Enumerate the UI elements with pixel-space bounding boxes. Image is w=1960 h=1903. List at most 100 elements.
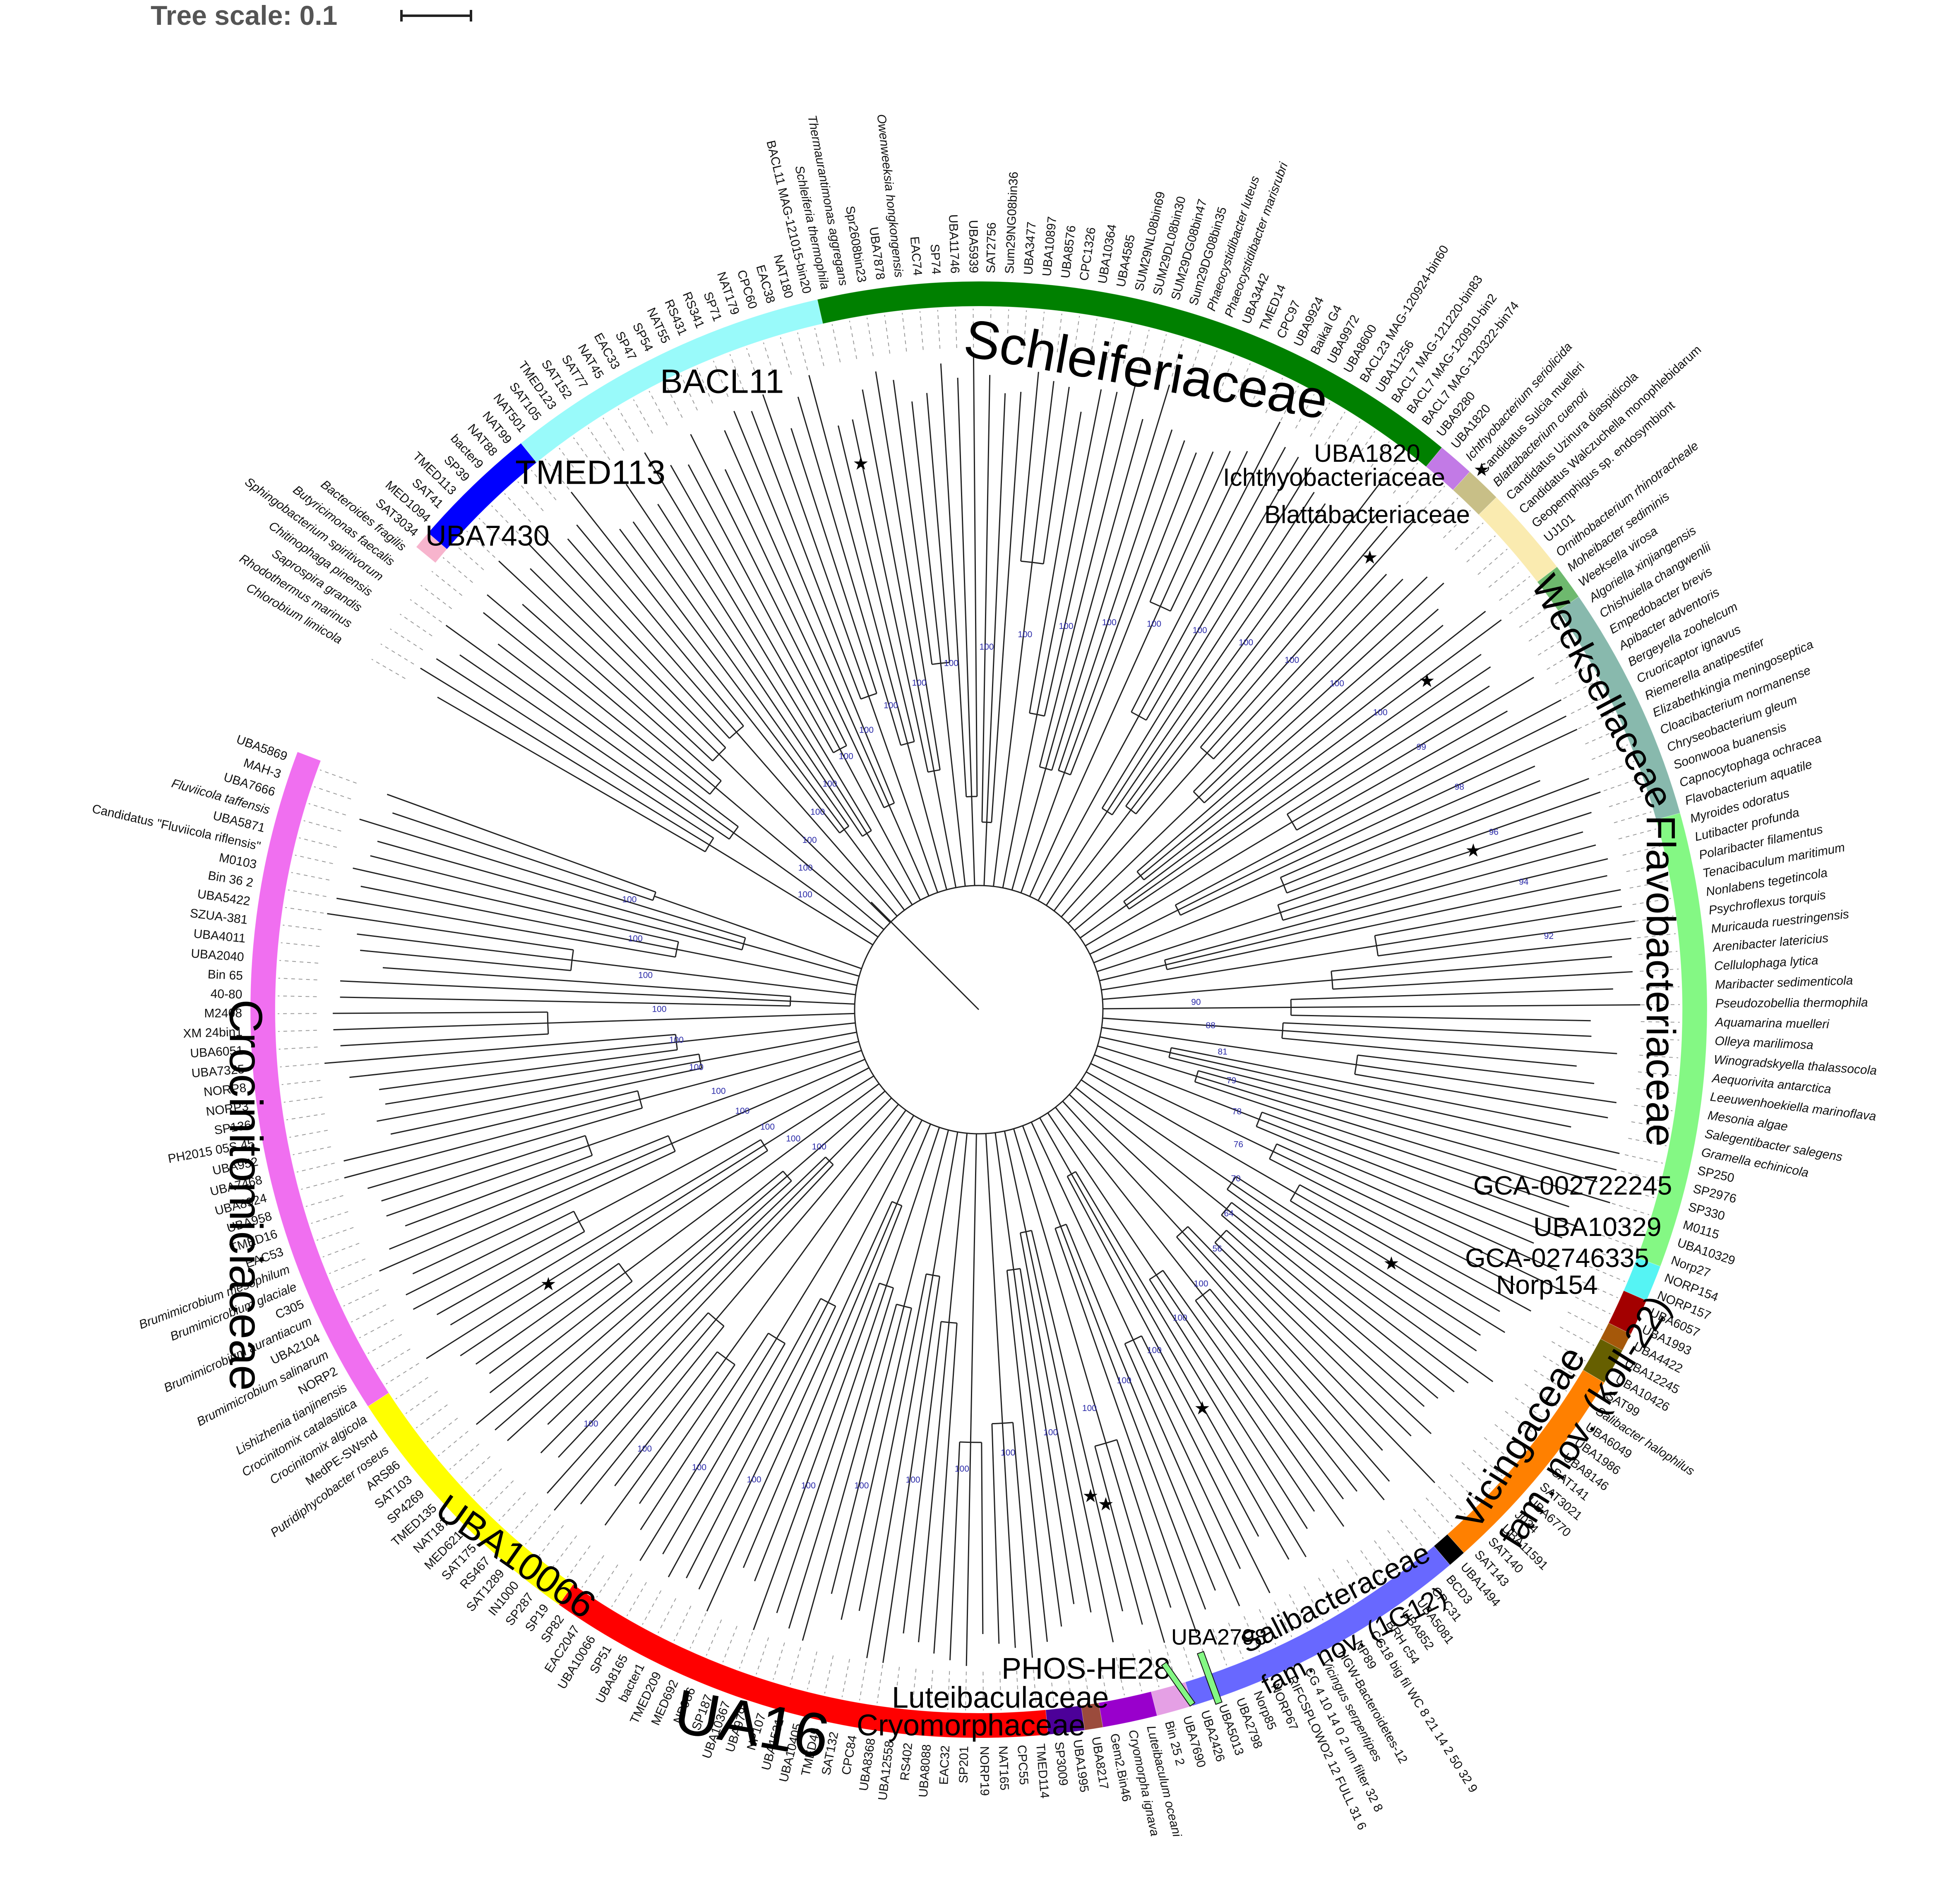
leaf-guide-line	[399, 614, 432, 636]
bootstrap-label: 100	[669, 1035, 684, 1045]
leaf-guide-line	[877, 1664, 883, 1704]
branch-arc	[668, 1135, 676, 1152]
leaf-branch	[1169, 1057, 1617, 1171]
leaf-branch	[1160, 451, 1231, 607]
leaf-branch	[580, 1325, 725, 1505]
leaf-guide-line	[1635, 915, 1674, 922]
leaf-guide-line	[1571, 696, 1606, 714]
leaf-branch	[875, 371, 941, 770]
branch-arc	[839, 826, 849, 834]
leaf-guide-line	[1243, 1616, 1260, 1652]
clade-band-cryomorphaceae	[1098, 1691, 1158, 1728]
leaf-branch	[866, 1275, 934, 1658]
leaf-guide-line	[1123, 325, 1132, 364]
bootstrap-label: 100	[1373, 708, 1388, 718]
leaf-branch	[1209, 1289, 1385, 1500]
branch-stem	[888, 805, 930, 896]
leaf-guide-line	[1567, 1311, 1603, 1330]
branch-stem	[625, 1083, 880, 1273]
leaf-branch	[1261, 1111, 1578, 1227]
leaf-guide-line	[1641, 986, 1680, 989]
leaf-guide-line	[1543, 1355, 1577, 1377]
leaf-guide-line	[299, 837, 337, 848]
leaf-guide-line	[1628, 1137, 1667, 1147]
leaf-guide-line	[1274, 1602, 1292, 1637]
leaf-guide-line	[790, 1647, 801, 1685]
bootstrap-label: 100	[1082, 1404, 1097, 1413]
leaf-branch	[333, 1011, 548, 1014]
branch-stem	[1081, 1079, 1232, 1184]
leaf-branch	[831, 1306, 905, 1594]
leaf-branch	[1227, 1189, 1494, 1382]
branch-stem	[776, 1115, 915, 1339]
bootstrap-label: 100	[689, 1063, 704, 1072]
leaf-label: SZUA-381	[189, 906, 248, 927]
leaf-guide-line	[351, 1304, 387, 1323]
bootstrap-label: 100	[1239, 638, 1253, 647]
leaf-guide-line	[317, 1227, 354, 1241]
bootstrap-label: 100	[1193, 626, 1207, 635]
branch-stem	[1047, 1112, 1157, 1276]
leaf-guide-line	[1438, 1486, 1466, 1515]
branch-arc	[1125, 806, 1136, 815]
leaf-guide-line	[611, 1573, 633, 1607]
leaf-label: SP330	[1687, 1200, 1727, 1223]
leaf-label: SP74	[927, 244, 943, 275]
branch-arc	[584, 1135, 593, 1156]
leaf-branch	[1136, 608, 1439, 872]
leaf-guide-line	[756, 1637, 769, 1675]
bootstrap-label: 99	[1417, 742, 1426, 752]
leaf-guide-line	[420, 585, 452, 610]
leaf-guide-line	[1494, 1424, 1525, 1449]
clade-label-gca722: GCA-002722245	[1473, 1171, 1672, 1200]
leaf-guide-line	[1318, 1577, 1339, 1612]
leaf-guide-line	[1203, 350, 1218, 387]
leaf-branch	[426, 1145, 765, 1359]
leaf-branch	[1376, 905, 1622, 947]
leaf-guide-line	[386, 1363, 419, 1385]
leaf-branch	[1276, 1143, 1557, 1271]
leaf-branch	[1220, 1236, 1432, 1434]
leaf-branch	[657, 504, 867, 834]
branch-stem	[725, 1110, 907, 1359]
branch-stem	[588, 1050, 862, 1146]
leaf-branch	[1006, 1270, 1048, 1642]
leaf-guide-line	[380, 643, 414, 665]
branch-arc	[698, 1054, 702, 1069]
leaf-branch	[802, 1304, 897, 1641]
leaf-branch	[530, 568, 720, 755]
bootstrap-label: 56	[1213, 1244, 1222, 1254]
leaf-guide-line	[305, 1195, 343, 1207]
clade-band-schleiferiaceae	[817, 281, 1442, 467]
leaf-branch	[1143, 611, 1486, 881]
leaf-branch	[1045, 419, 1143, 769]
bootstrap-label: 100	[747, 1475, 761, 1485]
leaf-guide-line	[1472, 1449, 1503, 1476]
leaf-guide-line	[706, 1619, 722, 1656]
bootstrap-label: 90	[1191, 998, 1201, 1007]
leaf-guide-line	[311, 1211, 348, 1224]
leaf-guide-line	[303, 820, 341, 832]
bootstrap-label: 100	[786, 1134, 800, 1144]
leaf-label: Arenibacter latericius	[1711, 931, 1829, 955]
leaf-guide-line	[280, 1063, 319, 1068]
branch-arc	[1067, 1171, 1076, 1177]
leaf-guide-line	[1624, 1154, 1663, 1164]
leaf-guide-line	[1585, 728, 1621, 745]
leaf-label: UBA12558	[876, 1740, 896, 1801]
branch-stem	[1013, 1128, 1107, 1443]
leaf-branch	[359, 818, 746, 939]
clade-band-tmed113	[428, 443, 537, 550]
leaf-guide-line	[336, 1274, 372, 1291]
clade-label-blatta: Blattabacteriaceae	[1264, 501, 1470, 528]
branch-stem	[733, 832, 879, 938]
leaf-branch	[1065, 1224, 1216, 1591]
leaf-guide-line	[1431, 497, 1458, 527]
leaf-label: SP201	[957, 1746, 971, 1783]
leaf-branch	[1125, 524, 1330, 807]
leaf-branch	[1291, 988, 1613, 1000]
branch-stem	[1099, 964, 1166, 981]
leaf-guide-line	[930, 1670, 933, 1709]
leaf-guide-line	[1488, 562, 1519, 588]
leaf-guide-line	[438, 1430, 468, 1457]
